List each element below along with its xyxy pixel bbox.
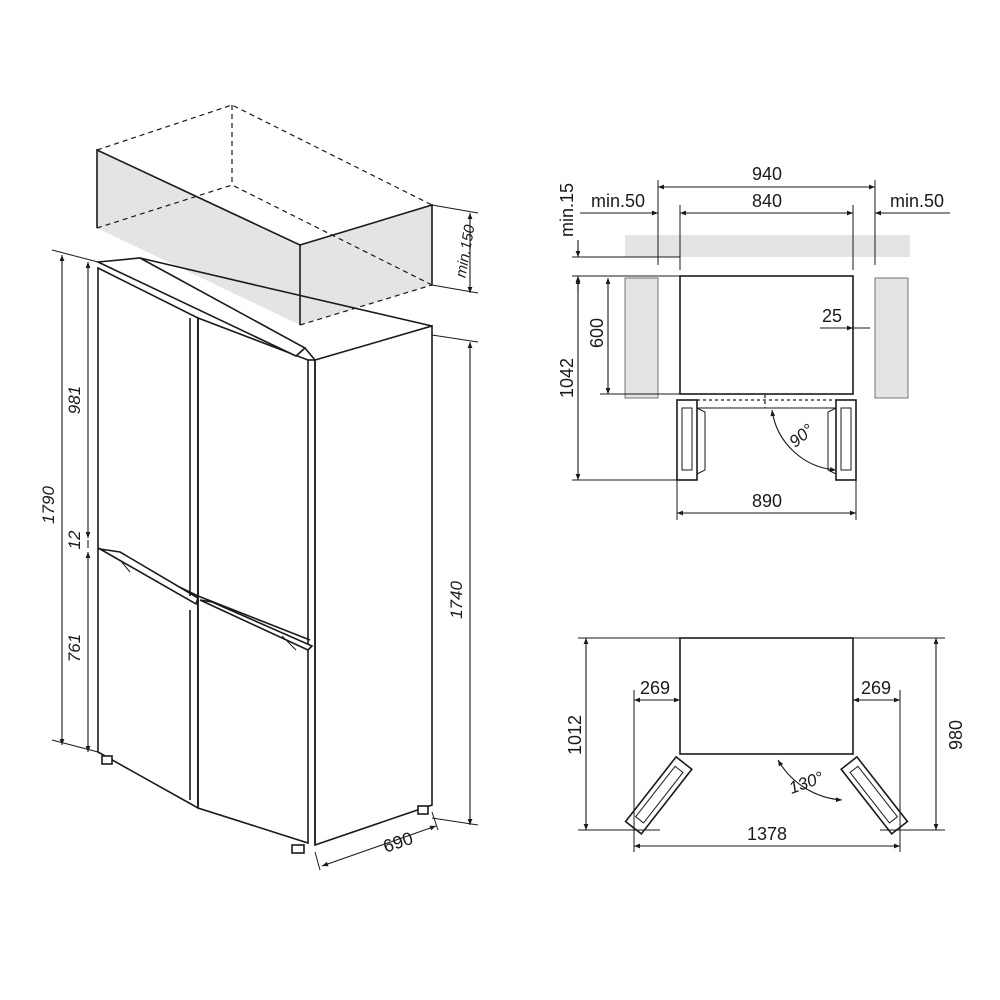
left-door-130: [624, 755, 693, 835]
dim-height-lower: 761: [65, 552, 91, 752]
label-981: 981: [65, 386, 84, 414]
right-door-90: [835, 399, 857, 481]
rear-wall: [625, 235, 910, 257]
label-130deg: 130°: [786, 768, 826, 798]
dim-height-upper: 981: [65, 262, 91, 538]
label-1012: 1012: [565, 715, 585, 755]
label-1740: 1740: [447, 581, 466, 619]
bottom-fridge-body: [679, 637, 854, 755]
dim-height-body: 1740: [431, 334, 479, 826]
label-761: 761: [65, 634, 84, 662]
label-890: 890: [752, 491, 782, 511]
label-min15: min.15: [557, 183, 577, 237]
label-1042: 1042: [557, 358, 577, 398]
label-600: 600: [587, 318, 607, 348]
label-min150: min.150: [453, 223, 479, 279]
label-90deg: 90°: [786, 420, 818, 451]
top-clearance-box: [96, 104, 433, 326]
left-door-90: [676, 399, 698, 481]
label-690: 690: [381, 828, 416, 857]
bottom-view: 130° 269 269 1012 980 1378: [565, 637, 966, 852]
perspective-view: 1790 981 12 761 1740 min.150: [39, 104, 479, 871]
label-1790: 1790: [39, 486, 58, 524]
label-269-right: 269: [861, 678, 891, 698]
label-min50-right: min.50: [890, 191, 944, 211]
label-min50-left: min.50: [591, 191, 645, 211]
dim-gap: 12: [65, 530, 89, 549]
left-cabinet: [624, 277, 659, 399]
right-cabinet: [874, 277, 909, 399]
label-940: 940: [752, 164, 782, 184]
dim-top-clearance: min.150: [431, 204, 479, 294]
right-door-130: [840, 755, 909, 835]
label-25: 25: [822, 306, 842, 326]
label-269-left: 269: [640, 678, 670, 698]
label-840: 840: [752, 191, 782, 211]
dim-height-total: 1790: [39, 249, 99, 753]
label-980: 980: [946, 720, 966, 750]
fridge-body: [95, 257, 433, 854]
top-view: 90° 940 840 min.50 min.50 min.15 1042 60…: [557, 164, 950, 520]
label-1378: 1378: [747, 824, 787, 844]
top-fridge-body: [679, 275, 854, 395]
label-12: 12: [65, 530, 84, 549]
